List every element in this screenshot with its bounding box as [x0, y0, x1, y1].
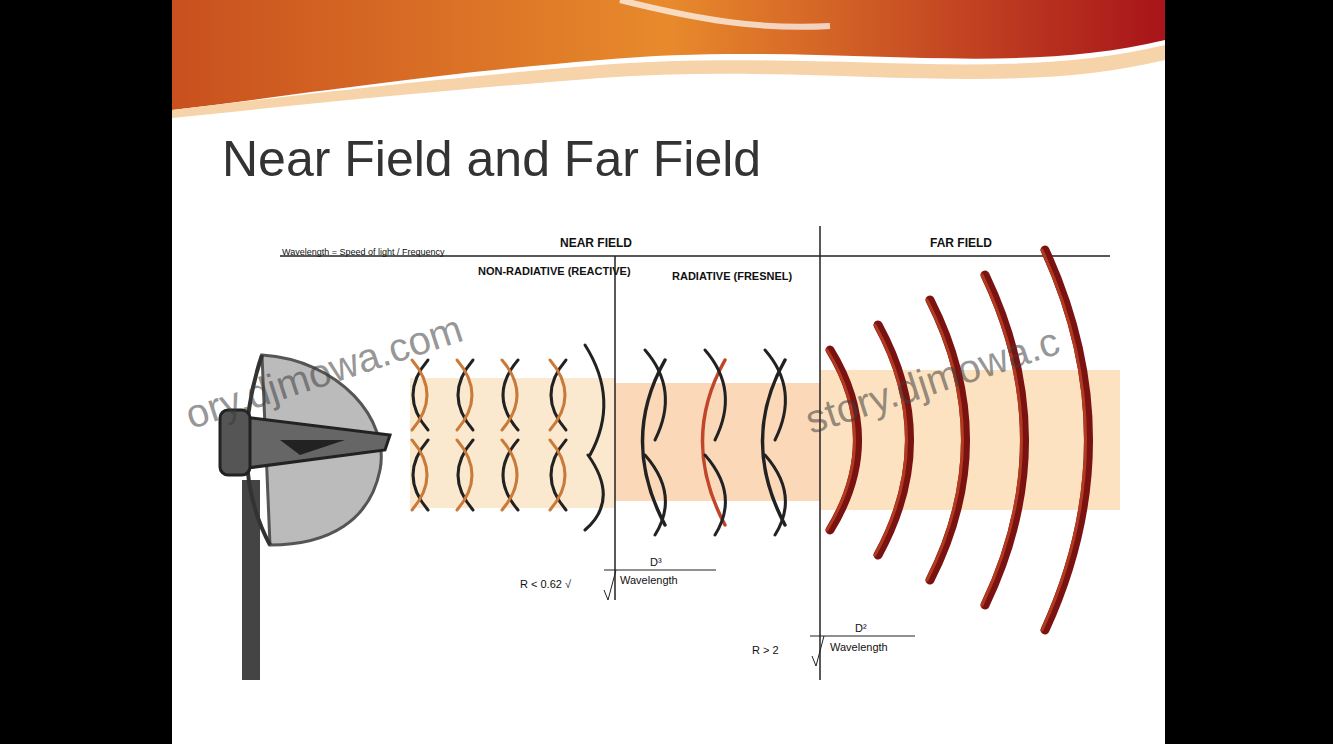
wave-stroke — [645, 350, 665, 440]
wave-stroke — [1045, 250, 1089, 630]
wave-stroke — [645, 455, 665, 535]
wave-stroke — [985, 275, 1025, 605]
formula-term: Wavelength — [830, 641, 888, 653]
wave-stroke — [502, 440, 517, 510]
wave-stroke — [551, 360, 566, 430]
wave-stroke — [412, 440, 427, 510]
wave-stroke — [502, 360, 517, 430]
wave-stroke — [550, 440, 565, 510]
region-heading: NEAR FIELD — [560, 236, 632, 250]
wave-stroke — [982, 275, 1022, 605]
wave-stroke — [705, 350, 725, 440]
wave-stroke — [503, 440, 518, 510]
wave-stroke — [412, 360, 427, 430]
wave-stroke — [458, 360, 473, 430]
wave-stroke — [458, 440, 473, 510]
formula-term: D² — [855, 622, 867, 634]
wave-stroke — [457, 360, 472, 430]
wave-stroke — [550, 360, 565, 430]
formula-note: Wavelength = Speed of light / Frequency — [282, 247, 445, 257]
distance-formula: R > 2 — [752, 644, 779, 656]
wave-stroke — [827, 350, 855, 530]
wave-stroke — [763, 360, 786, 525]
region-name: NON-RADIATIVE (REACTIVE) — [478, 265, 631, 277]
wave-stroke — [878, 325, 910, 555]
formula-term: Wavelength — [620, 574, 678, 586]
slide-title: Near Field and Far Field — [222, 130, 761, 188]
wave-stroke — [643, 360, 666, 525]
wave-stroke — [930, 300, 966, 580]
wave-stroke — [765, 350, 785, 440]
wave-stroke — [703, 360, 726, 525]
wave-stroke — [705, 455, 725, 535]
wave-stroke — [585, 455, 603, 530]
wave-stroke — [585, 345, 604, 455]
wave-stroke — [413, 440, 428, 510]
region-heading: FAR FIELD — [930, 236, 992, 250]
wave-stroke — [413, 360, 428, 430]
wave-stroke — [875, 325, 907, 555]
distance-formula: R < 0.62 √ — [520, 578, 571, 590]
wave-stroke — [765, 455, 785, 535]
wave-stroke — [503, 360, 518, 430]
wave-stroke — [457, 440, 472, 510]
wave-stroke — [551, 440, 566, 510]
wave-stroke — [1042, 250, 1086, 630]
formula-term: D³ — [650, 556, 662, 568]
region-name: RADIATIVE (FRESNEL) — [672, 270, 792, 282]
wave-stroke — [927, 300, 963, 580]
